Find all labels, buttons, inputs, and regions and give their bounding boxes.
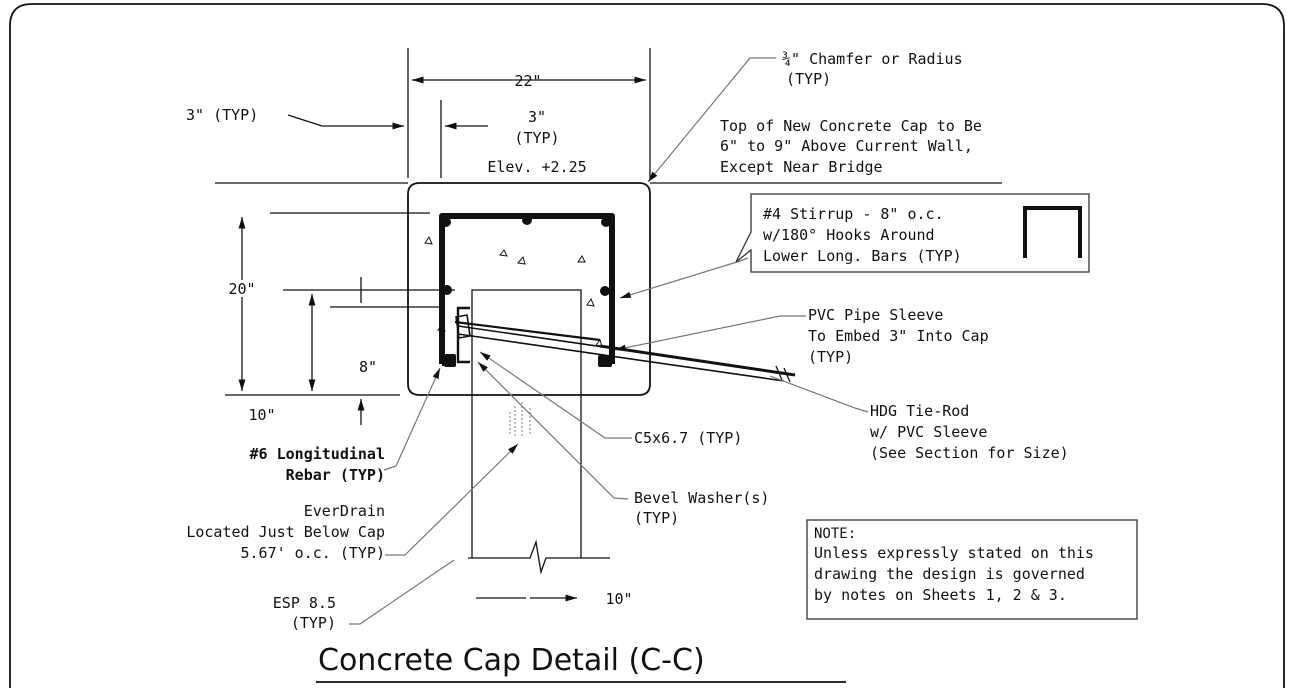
rebar-label-line2: Rebar (TYP) — [286, 466, 385, 484]
dim-22-extension — [407, 48, 651, 178]
top-cap-note-line1: Top of New Concrete Cap to Be — [720, 117, 982, 135]
chamfer-label-line2: (TYP) — [786, 70, 831, 88]
break-line — [468, 539, 610, 575]
stirrup-label-line2: w/180° Hooks Around — [763, 226, 935, 244]
dim-3-left-line — [287, 114, 404, 130]
dim-22-label: 22" — [514, 72, 541, 90]
top-cap-note-line2: 6" to 9" Above Current Wall, — [720, 137, 973, 155]
dim-10-wall-label: 10" — [605, 590, 632, 608]
bevel-label-line2: (TYP) — [634, 509, 679, 527]
pvc-label-line1: PVC Pipe Sleeve — [808, 306, 943, 324]
rebar-label-line1: #6 Longitudinal — [250, 445, 385, 463]
leader-lines — [349, 57, 869, 625]
top-cap-note-line3: Except Near Bridge — [720, 158, 883, 176]
note-line3: by notes on Sheets 1, 2 & 3. — [814, 586, 1067, 604]
stirrup-label-line3: Lower Long. Bars (TYP) — [763, 247, 962, 265]
everdrain-label-line3: 5.67' o.c. (TYP) — [241, 544, 386, 562]
c5-label: C5x6.7 (TYP) — [634, 429, 742, 447]
longitudinal-rebars — [441, 215, 612, 367]
sheet-border — [9, 3, 1285, 688]
pvc-label-line2: To Embed 3" Into Cap — [808, 327, 989, 345]
concrete-cap-outline — [407, 182, 651, 396]
stirrup-label-line1: #4 Stirrup - 8" o.c. — [763, 205, 944, 223]
dim-20-extension — [225, 212, 430, 396]
tie-rod-break — [775, 365, 791, 383]
everdrain-mark — [509, 402, 531, 436]
drawing-title: Concrete Cap Detail (C-C) — [318, 643, 705, 678]
hdg-label-line1: HDG Tie-Rod — [870, 402, 969, 420]
dim-3-top-label: 3" — [528, 108, 546, 126]
dim-10-label: 10" — [248, 406, 275, 424]
dim-8-label: 8" — [359, 358, 377, 376]
pvc-label-line3: (TYP) — [808, 348, 853, 366]
bevel-label-line1: Bevel Washer(s) — [634, 489, 769, 507]
dim-3-top-typ-label: (TYP) — [514, 129, 559, 147]
hdg-label-line2: w/ PVC Sleeve — [870, 423, 987, 441]
esp-label-line2: (TYP) — [291, 614, 336, 632]
concrete-aggregate-marks — [424, 235, 603, 347]
tie-rod-end — [599, 344, 796, 377]
esp-label-line1: ESP 8.5 — [273, 594, 336, 612]
stirrup-icon — [1023, 206, 1082, 258]
dim-20-label: 20" — [228, 280, 255, 298]
stirrup-callout-box — [735, 193, 1090, 273]
dim-3-typ-left-label: 3" (TYP) — [186, 106, 258, 124]
note-box — [806, 519, 1138, 620]
note-heading: NOTE: — [814, 526, 856, 542]
note-line1: Unless expressly stated on this — [814, 544, 1094, 562]
elevation-label: Elev. +2.25 — [487, 158, 586, 176]
chamfer-label-line1: ¾" Chamfer or Radius — [782, 50, 963, 68]
pvc-sleeve — [454, 320, 601, 342]
note-line2: drawing the design is governed — [814, 565, 1085, 583]
everdrain-label-line1: EverDrain — [304, 502, 385, 520]
tie-rod — [457, 325, 791, 382]
bevel-washer — [455, 314, 471, 339]
everdrain-label-line2: Located Just Below Cap — [186, 523, 385, 541]
hdg-label-line3: (See Section for Size) — [870, 444, 1069, 462]
